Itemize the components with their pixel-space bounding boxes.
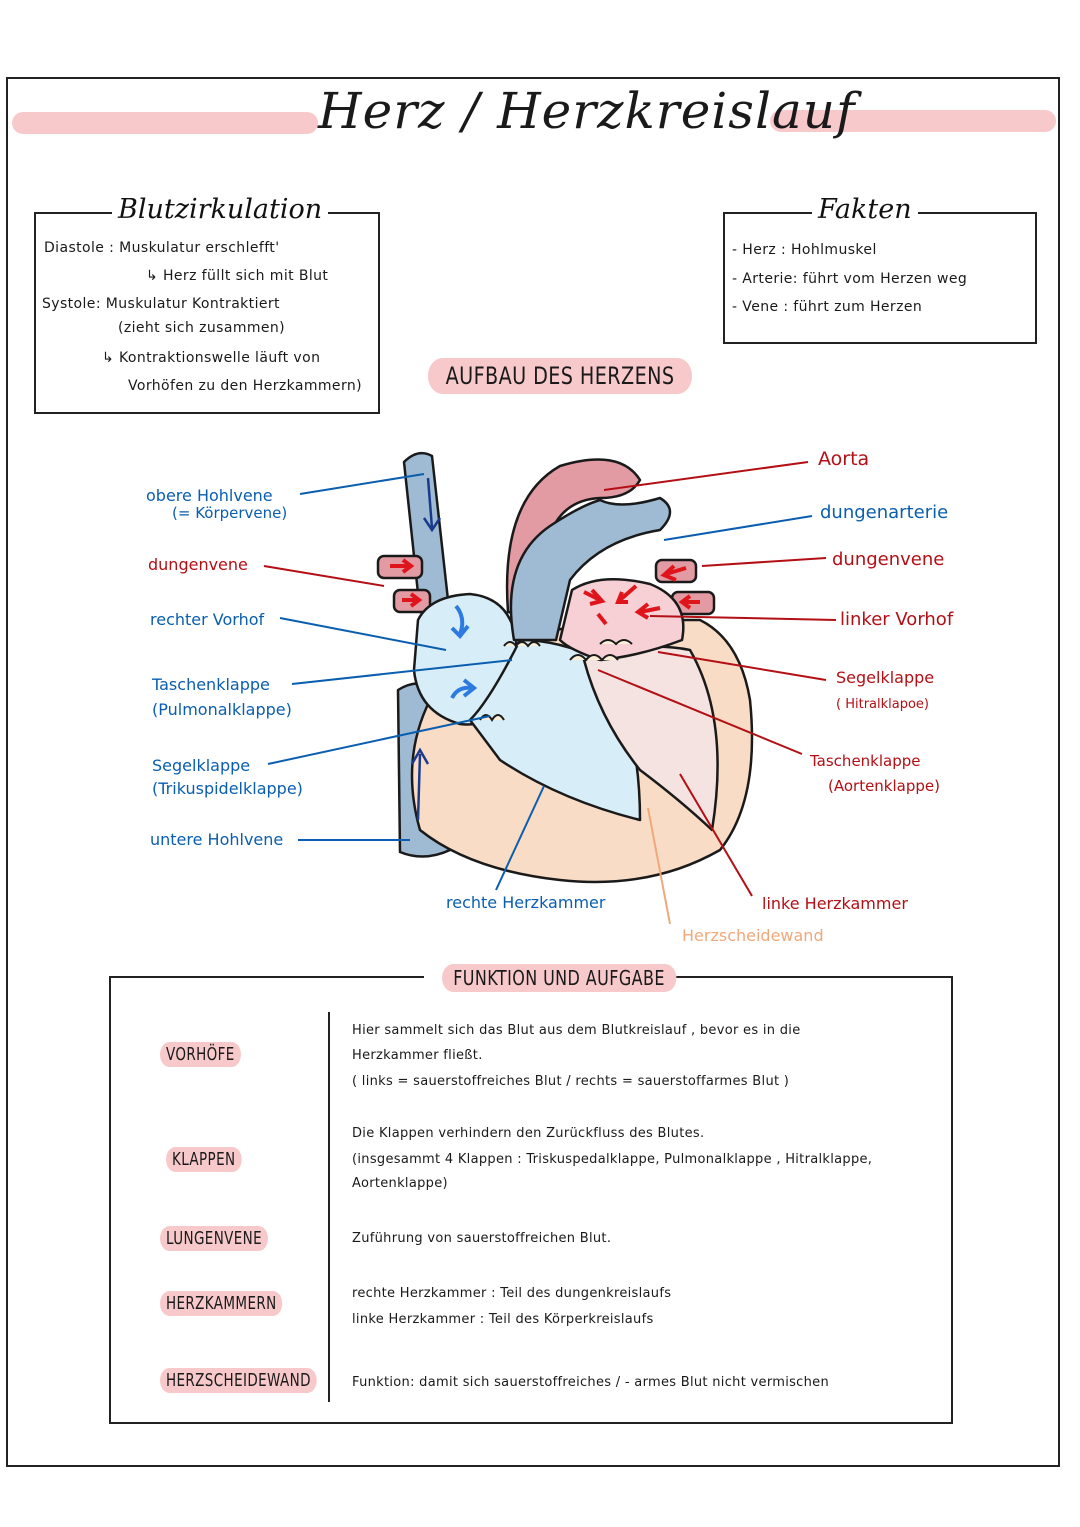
title-highlight-right xyxy=(770,110,1056,132)
label-taschenklappe-left: Taschenklappe xyxy=(152,675,270,694)
flow-arrow-la-2 xyxy=(615,584,638,604)
desc-klappen-2: (insgesammt 4 Klappen : Triskuspedalklap… xyxy=(352,1152,873,1167)
label-aortenklappe: (Aortenklappe) xyxy=(828,777,940,795)
label-mitralklappe: ( Hitralklapoe) xyxy=(836,697,929,712)
leader-aorta xyxy=(603,461,809,491)
label-lungenvene-left: dungenvene xyxy=(148,555,248,574)
label-obere-hohlvene: obere Hohlvene xyxy=(146,486,273,505)
aufbau-heading: AUFBAU DES HERZENS xyxy=(428,358,693,394)
flow-arrow-pv-4 xyxy=(678,594,700,610)
desc-herzscheidewand-1: Funktion: damit sich sauerstoffreiches /… xyxy=(352,1375,830,1390)
superior-vena-cava xyxy=(402,451,450,614)
fakten-box xyxy=(723,212,1037,344)
flow-arrow-pv-2 xyxy=(402,592,423,608)
leader-linke-herzkammer xyxy=(679,773,753,897)
systole-line: Systole: Muskulatur Kontraktiert xyxy=(42,296,280,312)
left-atrium xyxy=(558,577,685,662)
term-vorhoefe: VORHÖFE xyxy=(160,1042,241,1067)
desc-herzkammern-1: rechte Herzkammer : Teil des dungenkreis… xyxy=(352,1286,672,1301)
systole-result-line: ↳ Kontraktionswelle läuft von xyxy=(102,350,321,366)
title-highlight-left xyxy=(12,112,318,134)
label-segelklappe-left: Segelklappe xyxy=(152,756,251,775)
flow-arrow-la-3 xyxy=(634,602,661,620)
label-herzscheidewand: Herzscheidewand xyxy=(682,926,824,945)
leader-taschenklappe-left xyxy=(291,659,513,685)
diastole-line: Diastole : Muskulatur erschlefft' xyxy=(44,240,280,256)
funktion-box xyxy=(109,976,953,1424)
term-lungenvene: LUNGENVENE xyxy=(160,1226,269,1251)
flow-arrow-svc xyxy=(422,477,442,533)
mitral-valve xyxy=(569,654,619,662)
label-koerpervene: (= Körpervene) xyxy=(172,504,288,522)
desc-klappen-1: Die Klappen verhindern den Zurückfluss d… xyxy=(352,1126,705,1141)
funktion-heading: FUNKTION UND AUFGABE xyxy=(442,964,677,992)
leader-rechter-vorhof xyxy=(279,617,447,651)
leader-lungenvene-right xyxy=(701,557,827,567)
label-rechte-herzkammer: rechte Herzkammer xyxy=(446,893,606,912)
aortic-valve xyxy=(599,639,633,646)
label-trikuspidalklappe: (Trikuspidelklappe) xyxy=(152,779,303,798)
desc-vorhoefe-1: Hier sammelt sich das Blut aus dem Blutk… xyxy=(352,1023,801,1038)
leader-taschenklappe-right xyxy=(597,669,803,755)
flow-arrow-la-1 xyxy=(583,588,606,606)
flow-arrow-ra-2 xyxy=(450,678,478,699)
pulmonary-artery xyxy=(509,496,672,642)
page-title: Herz / Herzkreislauf xyxy=(318,82,856,140)
desc-herzkammern-2: linke Herzkammer : Teil des Körperkreisl… xyxy=(352,1312,654,1327)
flow-arrow-pv-3 xyxy=(660,564,687,582)
flow-arrow-ivc xyxy=(410,747,430,821)
desc-vorhoefe-2: Herzkammer fließt. xyxy=(352,1048,483,1063)
leader-herzscheidewand xyxy=(647,807,671,925)
term-klappen: KLAPPEN xyxy=(166,1147,242,1172)
diastole-result-line: ↳ Herz füllt sich mit Blut xyxy=(146,268,329,284)
flow-arrow-ra-1 xyxy=(450,604,470,639)
flow-arrow-la-4 xyxy=(596,612,608,626)
label-untere-hohlvene: untere Hohlvene xyxy=(150,830,284,849)
systole-detail-line: (zieht sich zusammen) xyxy=(118,320,286,336)
label-lungenarterie: dungenarterie xyxy=(820,502,949,523)
leader-segelklappe-left xyxy=(267,715,491,765)
blutzirkulation-box xyxy=(34,212,380,414)
label-taschenklappe-right: Taschenklappe xyxy=(810,752,921,770)
leader-segelklappe-right xyxy=(657,651,827,681)
label-rechter-vorhof: rechter Vorhof xyxy=(150,610,265,629)
label-lungenvene-right: dungenvene xyxy=(832,549,945,570)
fakten-heading: Fakten xyxy=(812,194,918,225)
systole-result-line-2: Vorhöfen zu den Herzkammern) xyxy=(128,378,362,394)
pulmonary-valve xyxy=(503,641,541,648)
desc-vorhoefe-3: ( links = sauerstoffreiches Blut / recht… xyxy=(352,1074,790,1089)
flow-arrow-pv-1 xyxy=(390,558,415,574)
label-aorta: Aorta xyxy=(818,448,870,470)
desc-lungenvene-1: Zuführung von sauerstoffreichen Blut. xyxy=(352,1231,612,1246)
leader-rechte-herzkammer xyxy=(495,785,545,891)
leader-linker-vorhof xyxy=(649,615,837,621)
leader-obere-hohlvene xyxy=(299,473,425,495)
worksheet-frame xyxy=(6,77,1060,1467)
desc-klappen-3: Aortenklappe) xyxy=(352,1176,448,1191)
label-pulmonalklappe: (Pulmonalklappe) xyxy=(152,700,292,719)
label-linker-vorhof: linker Vorhof xyxy=(840,609,954,630)
fakt-arterie: - Arterie: führt vom Herzen weg xyxy=(732,271,968,287)
blutzirkulation-heading: Blutzirkulation xyxy=(112,194,329,225)
label-segelklappe-right: Segelklappe xyxy=(836,668,935,687)
fakt-herz: - Herz : Hohlmuskel xyxy=(732,242,877,258)
funktion-divider xyxy=(328,1012,330,1402)
leader-lungenvene-left xyxy=(263,565,385,587)
term-herzkammern: HERZKAMMERN xyxy=(160,1291,283,1316)
term-herzscheidewand: HERZSCHEIDEWAND xyxy=(160,1368,317,1393)
fakt-vene: - Vene : führt zum Herzen xyxy=(732,299,923,315)
label-linke-herzkammer: linke Herzkammer xyxy=(762,894,908,913)
leader-lungenarterie xyxy=(663,515,813,541)
